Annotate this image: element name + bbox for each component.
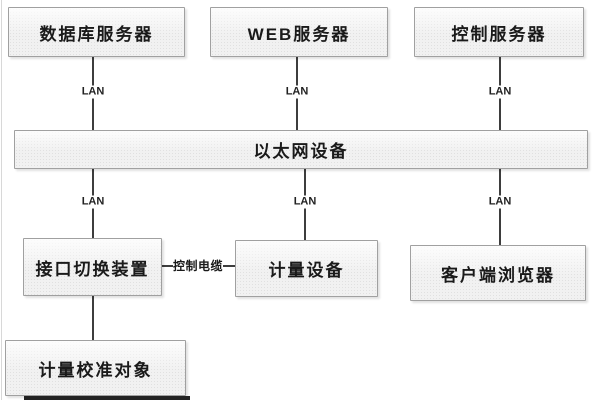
node-meter-device: 计量设备	[235, 240, 378, 297]
node-ethernet-device-label: 以太网设备	[253, 142, 349, 161]
node-calibration-target: 计量校准对象	[5, 340, 186, 396]
node-database-server: 数据库服务器	[8, 7, 185, 57]
lan-label-1: LAN	[79, 85, 107, 99]
node-web-server-label: WEB服务器	[247, 24, 351, 44]
bottom-clipped-bar	[24, 396, 190, 400]
node-interface-switch: 接口切换装置	[23, 238, 162, 296]
node-calibration-target-label: 计量校准对象	[38, 360, 153, 380]
control-cable-label: 控制电缆	[172, 259, 224, 273]
node-client-browser: 客户端浏览器	[410, 245, 586, 301]
node-control-server-label: 控制服务器	[451, 24, 547, 44]
lan-label-3: LAN	[486, 85, 514, 99]
node-database-server-label: 数据库服务器	[39, 24, 154, 44]
node-interface-switch-label: 接口切换装置	[35, 259, 150, 279]
node-client-browser-label: 客户端浏览器	[441, 265, 555, 285]
lan-label-2: LAN	[283, 85, 311, 99]
node-ethernet-device: 以太网设备	[14, 130, 588, 169]
canvas-edge-line	[1, 0, 2, 400]
lan-label-5: LAN	[291, 195, 319, 209]
node-web-server: WEB服务器	[210, 7, 388, 57]
edge-switch-to-target	[92, 295, 94, 341]
node-control-server: 控制服务器	[414, 7, 584, 57]
lan-label-6: LAN	[486, 195, 514, 209]
lan-label-4: LAN	[79, 195, 107, 209]
node-meter-device-label: 计量设备	[268, 261, 345, 280]
